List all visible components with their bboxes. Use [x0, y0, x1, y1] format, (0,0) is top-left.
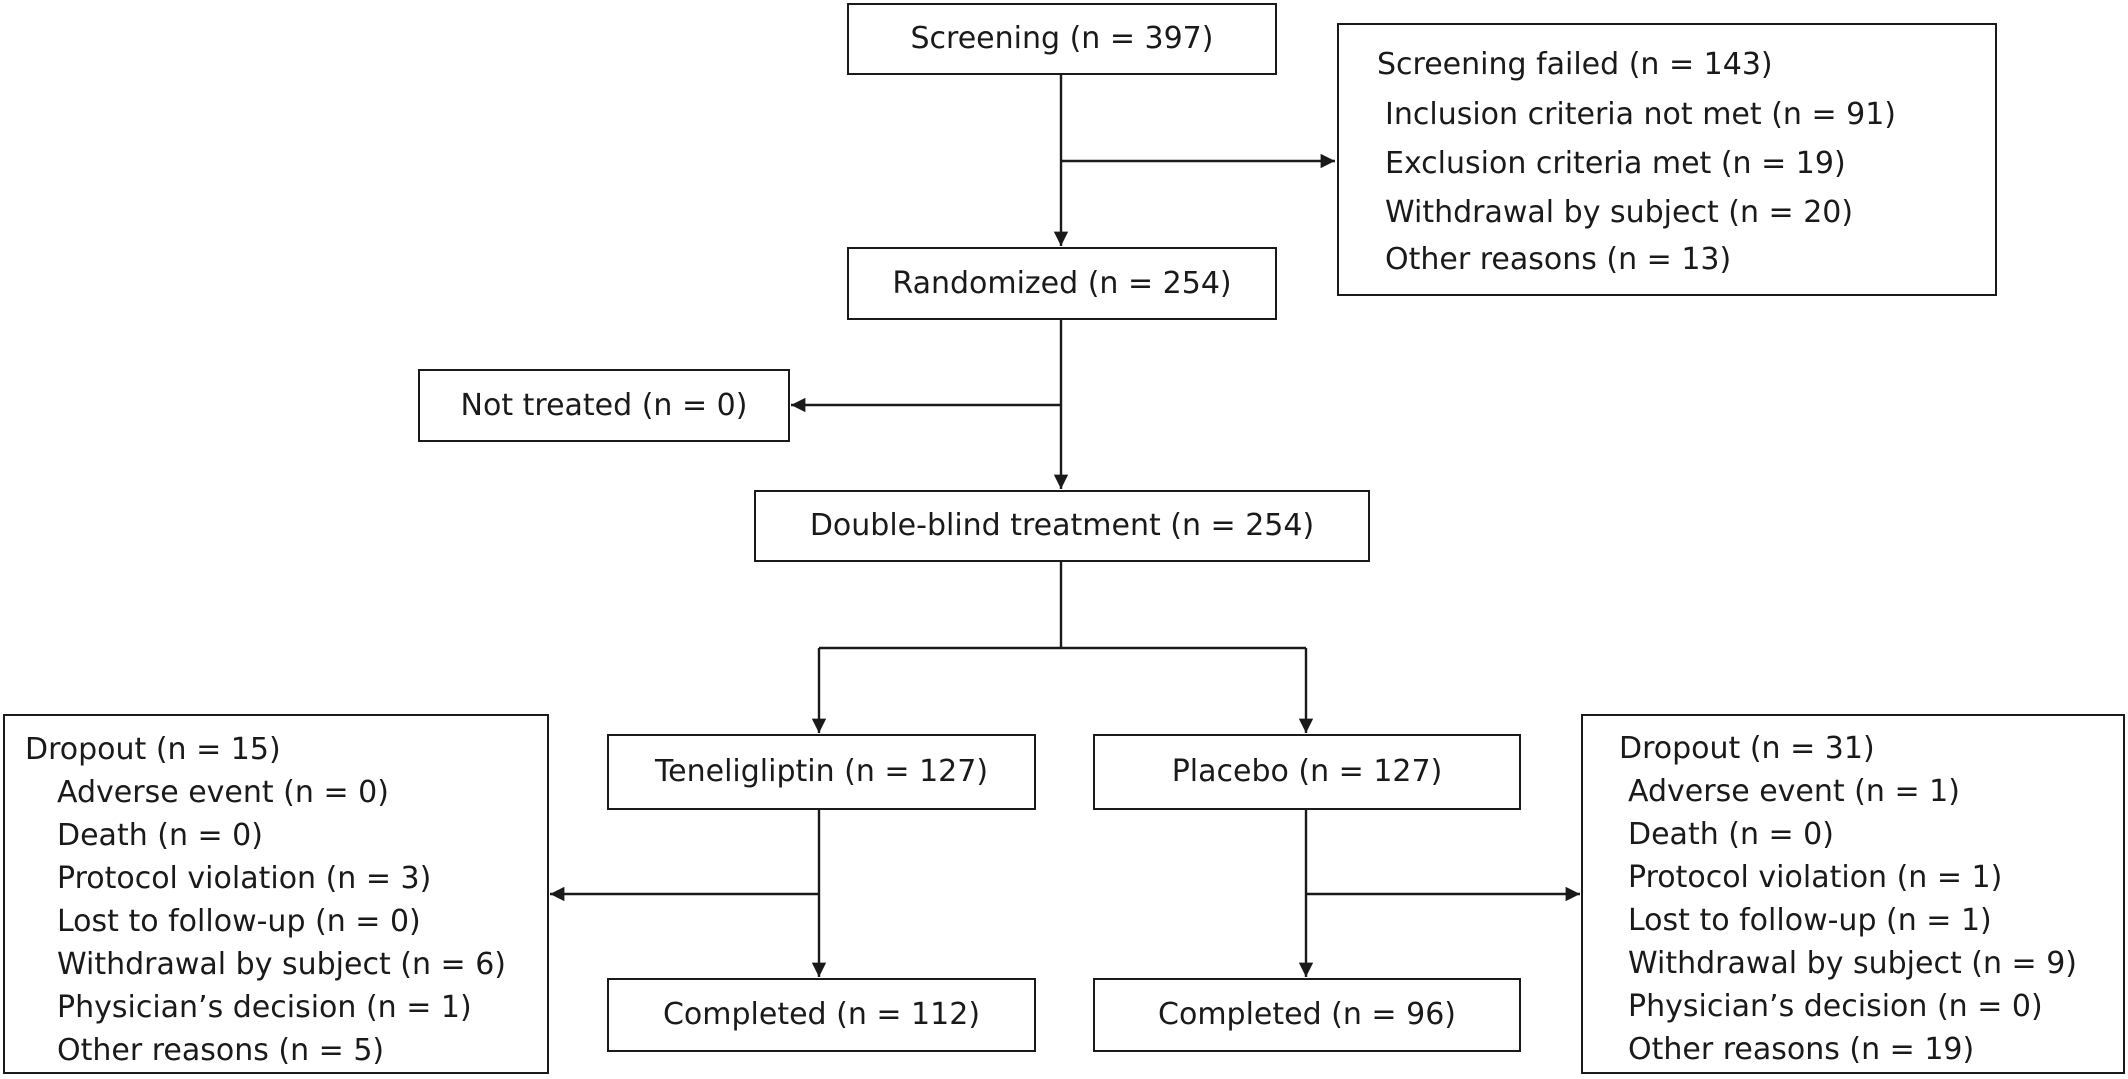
split-connector	[819, 560, 1306, 650]
dropout-teneligliptin-title: Dropout (n = 15)	[25, 732, 281, 767]
not-treated-box: Not treated (n = 0)	[418, 369, 790, 442]
randomized-label: Randomized (n = 254)	[892, 265, 1232, 301]
screening-label: Screening (n = 397)	[910, 21, 1214, 56]
dropout-reason: Lost to follow-up (n = 1)	[1628, 903, 1992, 938]
dropout-reason: Physician’s decision (n = 0)	[1628, 989, 2043, 1024]
dropout-placebo-title: Dropout (n = 31)	[1619, 731, 1875, 766]
dropout-reason: Protocol violation (n = 3)	[57, 861, 432, 896]
double-blind-label: Double-blind treatment (n = 254)	[809, 508, 1315, 543]
dropout-reason: Death (n = 0)	[57, 818, 263, 853]
screening-failed-item: Other reasons (n = 13)	[1385, 242, 1732, 277]
dropout-reason: Lost to follow-up (n = 0)	[57, 904, 421, 939]
dropout-reason: Withdrawal by subject (n = 6)	[57, 947, 506, 982]
dropout-placebo-box: Dropout (n = 31) Adverse event (n = 1) D…	[1581, 714, 2125, 1074]
completed-placebo-label: Completed (n = 96)	[1158, 997, 1456, 1032]
dropout-reason: Other reasons (n = 5)	[57, 1033, 385, 1068]
completed-teneligliptin-box: Completed (n = 112)	[607, 978, 1036, 1052]
screening-failed-box: Screening failed (n = 143) Inclusion cri…	[1337, 23, 1997, 296]
dropout-reason: Protocol violation (n = 1)	[1628, 860, 2003, 895]
dropout-reason: Adverse event (n = 0)	[57, 775, 389, 810]
screening-box: Screening (n = 397)	[847, 3, 1277, 75]
screening-failed-item: Exclusion criteria met (n = 19)	[1385, 146, 1846, 181]
randomized-box: Randomized (n = 254)	[847, 247, 1277, 320]
completed-teneligliptin-label: Completed (n = 112)	[662, 997, 981, 1032]
dropout-teneligliptin-box: Dropout (n = 15) Adverse event (n = 0) D…	[3, 714, 549, 1074]
dropout-reason: Other reasons (n = 19)	[1628, 1032, 1975, 1067]
dropout-reason: Withdrawal by subject (n = 9)	[1628, 946, 2077, 981]
placebo-box: Placebo (n = 127)	[1093, 734, 1521, 810]
screening-failed-item: Inclusion criteria not met (n = 91)	[1385, 97, 1896, 132]
screening-failed-title: Screening failed (n = 143)	[1377, 47, 1773, 82]
placebo-label: Placebo (n = 127)	[1171, 754, 1443, 789]
screening-failed-item: Withdrawal by subject (n = 20)	[1385, 195, 1854, 230]
dropout-reason: Death (n = 0)	[1628, 817, 1834, 852]
double-blind-box: Double-blind treatment (n = 254)	[754, 490, 1370, 562]
dropout-reason: Physician’s decision (n = 1)	[57, 990, 472, 1025]
teneligliptin-box: Teneligliptin (n = 127)	[607, 734, 1036, 810]
completed-placebo-box: Completed (n = 96)	[1093, 978, 1521, 1052]
not-treated-label: Not treated (n = 0)	[460, 387, 748, 423]
teneligliptin-label: Teneligliptin (n = 127)	[654, 754, 989, 789]
dropout-reason: Adverse event (n = 1)	[1628, 774, 1960, 809]
